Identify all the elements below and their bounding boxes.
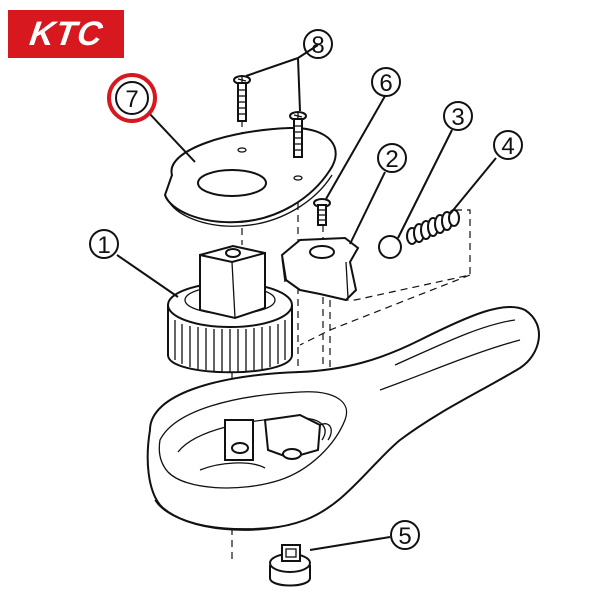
part-5-bottom-ring xyxy=(269,544,311,587)
part-4-spring xyxy=(406,209,460,245)
svg-text:7: 7 xyxy=(125,86,138,113)
leader-lines xyxy=(116,44,497,551)
brand-logo: KTC xyxy=(8,10,124,58)
callout-3: 3 xyxy=(443,101,473,131)
part-2-pawl xyxy=(280,236,360,302)
part-3-ball xyxy=(378,235,402,259)
callout-2: 2 xyxy=(377,143,407,173)
svg-text:4: 4 xyxy=(501,133,514,160)
svg-text:5: 5 xyxy=(398,523,411,550)
svg-text:6: 6 xyxy=(379,70,392,97)
callout-5: 5 xyxy=(390,520,420,550)
svg-text:1: 1 xyxy=(97,232,110,259)
part-7-cover-plate xyxy=(163,126,337,227)
callout-4: 4 xyxy=(493,130,523,160)
part-6-screw xyxy=(313,198,331,226)
callout-8: 8 xyxy=(303,29,333,59)
gear-teeth xyxy=(174,320,286,372)
callout-6: 6 xyxy=(371,67,401,97)
svg-text:2: 2 xyxy=(385,146,398,173)
callout-7-highlighted: 7 xyxy=(107,73,157,123)
svg-text:8: 8 xyxy=(311,32,324,59)
part-8-screws xyxy=(233,75,307,158)
svg-text:3: 3 xyxy=(451,104,464,131)
wrench-body xyxy=(146,305,540,531)
part-1-ratchet-gear xyxy=(167,244,293,374)
callout-1: 1 xyxy=(89,229,119,259)
